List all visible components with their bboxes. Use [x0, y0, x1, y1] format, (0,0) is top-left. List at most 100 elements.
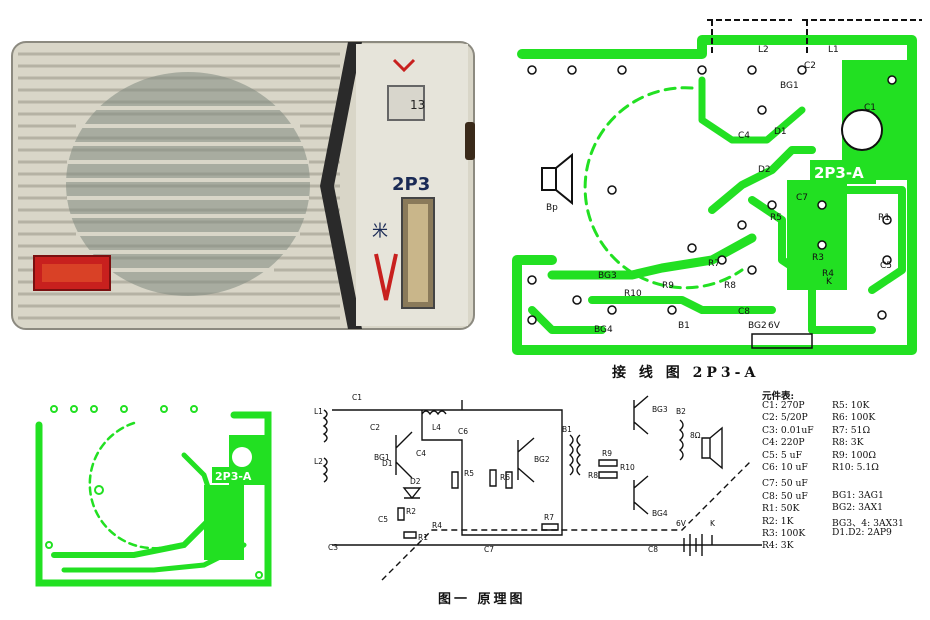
parts-list-item: C8: 50 uF: [762, 490, 808, 502]
pcb-small-dial: [232, 447, 252, 467]
schem-r-blocks: [397, 459, 618, 539]
parts-list-item: R10: 5.1Ω: [832, 462, 879, 473]
parts-list-item: BG2: 3AX1: [832, 502, 883, 514]
pcb-label: C5: [880, 261, 892, 271]
pcb-small-board-label: 2P3-A: [215, 470, 252, 483]
schematic-label: R2: [406, 507, 416, 516]
schem-ground-rail: [332, 535, 762, 546]
pcb-label: R5: [770, 213, 782, 223]
pcb-label: R3: [812, 253, 824, 263]
pcb-label: C1: [864, 103, 876, 113]
schem-b2-coils: [678, 419, 684, 461]
pcb-label: L1: [828, 45, 839, 55]
schem-top-rail: [332, 400, 563, 536]
parts-list-item: R2: 1K: [762, 515, 794, 527]
pcb-label: K: [826, 277, 833, 287]
parts-list-item: C1: 270P: [762, 400, 805, 411]
pcb-label: R7: [708, 259, 720, 269]
tuning-arrow: [392, 58, 416, 73]
schematic-label: R4: [432, 521, 442, 530]
parts-list-item: R1: 50K: [762, 503, 800, 515]
schematic-label: R1: [418, 533, 428, 542]
parts-list-item: R3: 100K: [762, 528, 806, 539]
radio-photo: 13 2P3 米: [11, 41, 475, 330]
parts-list-item: R4: 3K: [762, 540, 794, 552]
schematic-label: 6V: [676, 519, 687, 528]
schem-bg3: [633, 395, 649, 435]
pcb-board-label: 2P3-A: [814, 164, 864, 182]
pcb-label: R9: [662, 281, 674, 291]
pcb-small-label-box: [212, 467, 260, 483]
side-knob: [465, 122, 475, 160]
pcb-label: C7: [796, 193, 808, 203]
schematic-label: C8: [648, 545, 658, 554]
pcb-trace-4: [708, 146, 816, 214]
pcb-label: BG1: [780, 81, 799, 91]
pcb-coil-lines: [707, 19, 922, 55]
pcb-label: C4: [738, 131, 750, 141]
brand-glyph: 米: [372, 221, 388, 240]
schematic-label: L1: [314, 407, 323, 416]
pcb-small-outer: [35, 411, 272, 587]
pcb-label: BG4: [594, 325, 613, 335]
schematic-label: R7: [544, 513, 554, 522]
schematic-label: BG3: [652, 405, 668, 414]
speaker-grille-slots: [66, 106, 310, 272]
parts-list-item: R7: 51Ω: [832, 424, 871, 436]
pcb-trace-7: [838, 186, 906, 294]
volume-arrow: [374, 253, 398, 301]
pcb-label: BG3: [598, 271, 617, 281]
schematic-label: B2: [676, 407, 686, 416]
pcb-label: B1: [678, 321, 690, 331]
schematic-label: L4: [432, 423, 441, 432]
schematic-label: C2: [370, 423, 380, 432]
model-label: 2P3: [392, 174, 430, 195]
schematic-label: C5: [378, 515, 388, 524]
parts-list-item: D1.D2: 2AP9: [832, 527, 892, 539]
schematic-label: 8Ω: [690, 431, 701, 440]
parts-list-item: C3: 0.01uF: [762, 424, 814, 436]
schematic-label: B1: [562, 425, 572, 434]
dial-window: [387, 85, 425, 121]
pcb-speaker-cone: [555, 152, 573, 206]
parts-list-item: C2: 5/20P: [762, 412, 808, 424]
volume-wheel: [408, 204, 428, 302]
pcb-small-center-pad: [94, 485, 104, 495]
schem-b1-coils: [568, 434, 582, 476]
pcb-speaker-arc: [583, 86, 744, 290]
schematic-label: C7: [484, 545, 494, 554]
pcb-label: 6V: [768, 321, 781, 331]
schem-bg2: [517, 437, 535, 483]
schem-bg4: [633, 475, 649, 515]
schematic-label: K: [710, 519, 716, 528]
dial-number: 13: [410, 98, 425, 112]
schematic-caption: 图一 原理图: [438, 592, 526, 607]
parts-list-item: C7: 50 uF: [762, 478, 808, 490]
schematic-label: R10: [620, 463, 635, 472]
schematic-label: R9: [602, 449, 612, 458]
parts-list-item: R5: 10K: [832, 400, 870, 411]
schematic-label: R6: [500, 473, 510, 482]
parts-list-item: C6: 10 uF: [762, 462, 808, 473]
parts-list-item: BG3、4: 3AX31: [832, 517, 904, 529]
schematic-label: R5: [464, 469, 474, 478]
schematic-label: R8: [588, 471, 598, 480]
parts-list-item: BG1: 3AG1: [832, 490, 884, 501]
pcb-label: R4: [822, 269, 834, 279]
pcb-trace-9: [528, 306, 606, 334]
schematic-label: C1: [352, 393, 362, 402]
pcb-label: L2: [758, 45, 769, 55]
parts-list-item: R9: 100Ω: [832, 449, 876, 461]
badge-inner: [42, 264, 102, 282]
pcb-trace-2: [547, 233, 757, 280]
parts-list-item: C4: 220P: [762, 437, 805, 449]
schematic-label: L2: [314, 457, 323, 466]
schematic-label: BG2: [534, 455, 550, 464]
pcb-small-arc: [88, 421, 176, 550]
pcb-trace-3: [588, 296, 776, 314]
schem-bg1: [395, 431, 413, 479]
pcb-label: D1: [774, 127, 787, 137]
